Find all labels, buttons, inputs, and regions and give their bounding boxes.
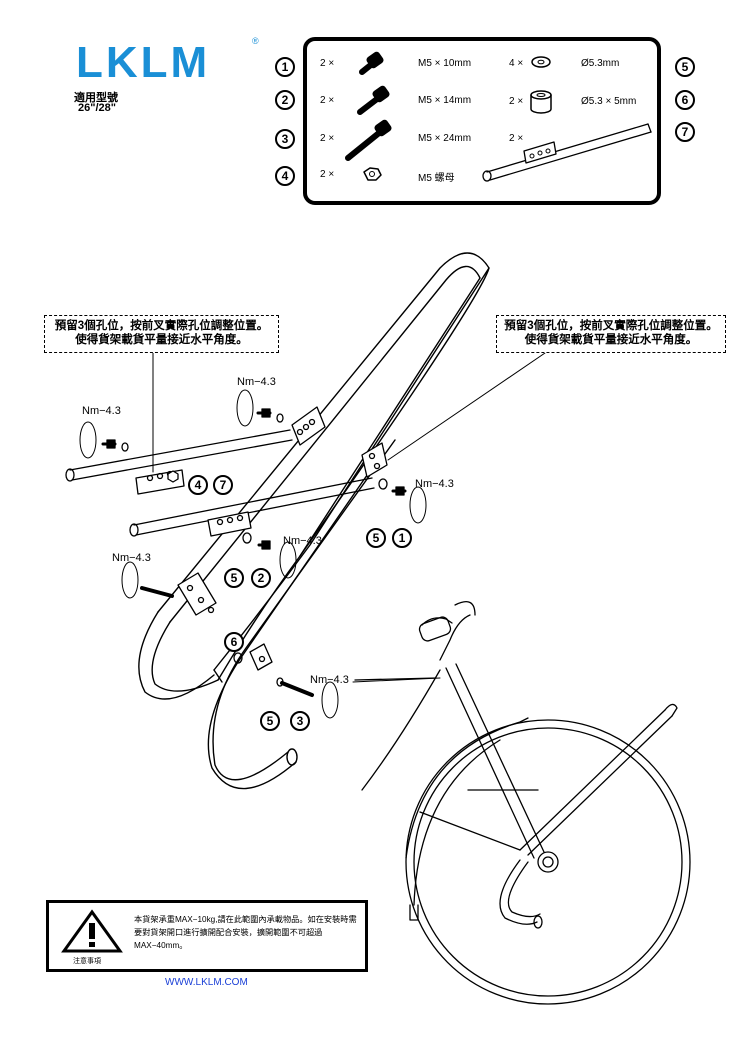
- callout-part-5: 5: [224, 568, 244, 588]
- bolt-short-icon: [359, 51, 384, 75]
- torque-label: Nm−4.3: [283, 535, 322, 547]
- part-7-qty: 2 ×: [509, 133, 524, 144]
- part-1-spec: M5 × 10mm: [418, 58, 472, 69]
- leader-lines: [152, 352, 546, 683]
- part-number-5: 5: [675, 57, 695, 77]
- part-number-4: 4: [275, 166, 295, 186]
- warning-icon: [61, 909, 123, 953]
- part-2-spec: M5 × 14mm: [418, 95, 472, 106]
- callout-part-3: 3: [290, 711, 310, 731]
- callout-part-6: 6: [224, 632, 244, 652]
- part-number-6: 6: [675, 90, 695, 110]
- part-3-spec: M5 × 24mm: [418, 133, 472, 144]
- adjust-note-left-line2: 使得貨架載貨平量接近水平角度。: [75, 334, 248, 346]
- washer-icon: [531, 56, 551, 68]
- part-number-7: 7: [675, 122, 695, 142]
- torque-label: Nm−4.3: [82, 405, 121, 417]
- part-5-qty: 4 ×: [509, 58, 524, 69]
- torque-label: Nm−4.3: [415, 478, 454, 490]
- part-5-spec: Ø5.3mm: [581, 58, 620, 69]
- callout-part-7: 7: [213, 475, 233, 495]
- callout-part-5: 5: [366, 528, 386, 548]
- brand-logo: LKLM: [76, 38, 211, 87]
- callout-part-2: 2: [251, 568, 271, 588]
- torque-arrows: [79, 389, 427, 719]
- part-6-spec: Ø5.3 × 5mm: [581, 96, 637, 107]
- part-6-qty: 2 ×: [509, 96, 524, 107]
- part-number-2: 2: [275, 90, 295, 110]
- warning-text: 本貨架承重MAX−10kg,請在此範圍內承載物品。如在安裝時需要對貨架開口進行擴…: [134, 915, 357, 950]
- warning-box: [46, 900, 368, 972]
- callout-part-5: 5: [260, 711, 280, 731]
- warning-label: 注意事項: [73, 958, 101, 965]
- part-4-qty: 2 ×: [320, 169, 335, 180]
- bicycle-outline: [354, 601, 691, 1005]
- parts-list-box: [303, 37, 661, 205]
- support-rods: [65, 429, 375, 537]
- part-2-qty: 2 ×: [320, 95, 335, 106]
- torque-label: Nm−4.3: [112, 552, 151, 564]
- adjust-note-right: 預留3個孔位，按前叉實際孔位調整位置。 使得貨架載貨平量接近水平角度。: [496, 315, 726, 353]
- spacer-icon: [530, 90, 552, 114]
- torque-label: Nm−4.3: [237, 376, 276, 388]
- adjust-note-right-line2: 使得貨架載貨平量接近水平角度。: [524, 334, 698, 346]
- website-link[interactable]: WWW.LKLM.COM: [165, 977, 248, 988]
- hardware: [101, 408, 407, 697]
- part-4-spec: M5 螺母: [418, 173, 455, 184]
- callout-part-4: 4: [188, 475, 208, 495]
- adjust-note-left: 預留3個孔位，按前叉實際孔位調整位置。 使得貨架載貨平量接近水平角度。: [44, 315, 279, 353]
- support-rod-icon: [482, 123, 652, 182]
- adjust-note-right-line1: 預留3個孔位，按前叉實際孔位調整位置。: [504, 320, 718, 332]
- bolt-long-icon: [345, 119, 392, 161]
- part-number-1: 1: [275, 57, 295, 77]
- callout-part-1: 1: [392, 528, 412, 548]
- bolt-medium-icon: [357, 85, 390, 115]
- adjust-note-left-line1: 預留3個孔位，按前叉實際孔位調整位置。: [54, 320, 269, 332]
- part-1-qty: 2 ×: [320, 58, 335, 69]
- fits-label: 適用型號: [74, 92, 118, 104]
- registered-mark: ®: [252, 36, 259, 46]
- part-3-qty: 2 ×: [320, 133, 335, 144]
- part-number-3: 3: [275, 129, 295, 149]
- frame-brackets: [177, 406, 388, 671]
- torque-label: Nm−4.3: [310, 674, 349, 686]
- nut-icon: [363, 167, 382, 181]
- fits-sizes: 26"/28": [78, 102, 116, 114]
